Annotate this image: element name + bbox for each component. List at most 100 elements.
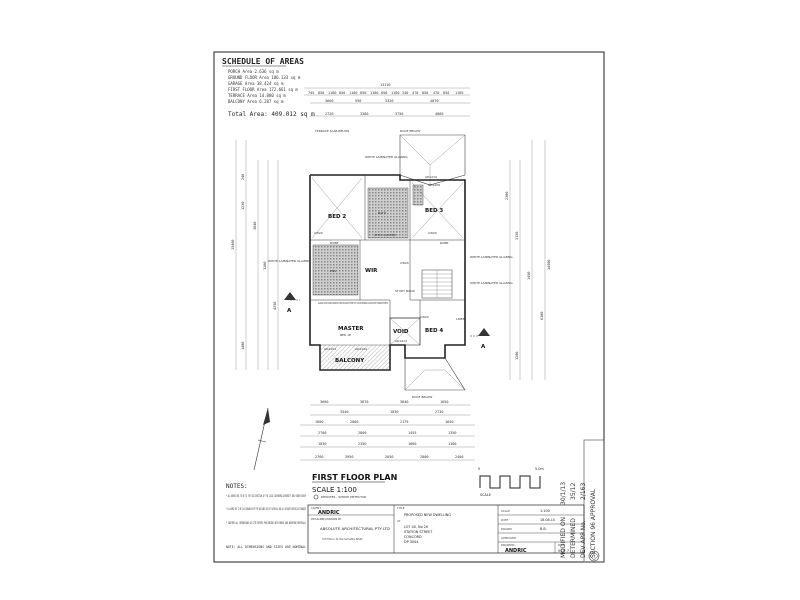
- dwg-label: DWG: [558, 543, 565, 547]
- dim-label: 3840: [400, 400, 408, 404]
- dim-label: 3320: [385, 99, 393, 103]
- room-wir: WIR: [365, 268, 378, 274]
- note-item: * CONFIRM ALL DIMENSIONS ON SITE BEFORE …: [226, 521, 306, 525]
- window-code: AD2104: [324, 347, 336, 351]
- room-balcony: BALCONY: [335, 358, 365, 364]
- dim-label: 850: [443, 91, 449, 95]
- stamp-handwriting: 2/163: [580, 483, 587, 500]
- window-code: 2/820: [428, 231, 437, 235]
- dim-label: 1180: [328, 91, 336, 95]
- dim-label: 1350: [448, 431, 456, 435]
- schedule-line: PORCH Area 2.636 sq m: [228, 69, 279, 74]
- dim-label: 1830: [318, 442, 326, 446]
- window-code: AD2104: [355, 347, 367, 351]
- dim-label: 2000: [350, 420, 358, 424]
- dim-label: 1185: [455, 91, 463, 95]
- dim-label: 1200: [263, 262, 267, 270]
- scale-bar-start: 0: [478, 467, 480, 471]
- stamp-border: [583, 439, 605, 563]
- meta-value: 18.08.10: [540, 518, 555, 522]
- meta-label: APPROVED: [501, 536, 516, 540]
- dim-label: 240: [241, 174, 245, 180]
- dim-label: 1480: [241, 342, 245, 350]
- notes-title: NOTES:: [226, 483, 248, 490]
- dim-label: 2730: [435, 410, 443, 414]
- dim-label: 2175: [400, 420, 408, 424]
- client-label: CLIENT: [311, 506, 321, 510]
- title-label: TITLE: [396, 506, 405, 510]
- dim-label: 3540: [340, 410, 348, 414]
- room-bed2: BED 2: [328, 214, 346, 220]
- study-nook: STUDY NOOK: [395, 289, 416, 293]
- schedule-title: SCHEDULE OF AREAS: [222, 57, 304, 66]
- bottom-dimensions: 3660 3870 3840 1650 3540 1830 2730 1600 …: [300, 400, 475, 461]
- schedule-line: GROUND FLOOR Area 186.133 sq m: [228, 75, 301, 80]
- dim-label: 3640: [253, 222, 257, 230]
- robe-label: ROBE: [440, 241, 449, 245]
- roof-below-top-label: ROOF BELOW: [400, 129, 420, 133]
- dim-label: 1280: [515, 352, 519, 360]
- dim-label: 3150: [515, 232, 519, 240]
- void-area: [389, 317, 421, 346]
- dim-label: 470: [412, 91, 418, 95]
- note-item: * ALL WORKS ARE TO BE TO THE SATISFACTIO…: [226, 494, 306, 498]
- room-bath: BATH: [378, 211, 386, 215]
- dim-label: 1180: [349, 91, 357, 95]
- scale-bar-end: 5.0m: [535, 467, 544, 471]
- project-name: PROPOSED NEW DWELLING: [404, 513, 451, 517]
- plan-title-block: FIRST FLOOR PLAN SCALE 1:100 DENOTES - S…: [312, 473, 397, 500]
- dim-label: 590: [355, 99, 361, 103]
- ens-tile: [312, 244, 359, 296]
- dim-label: 1600: [315, 420, 323, 424]
- window-code: 2/820: [420, 315, 429, 319]
- dim-label: 1450: [527, 272, 531, 280]
- robe-label: ROBE: [330, 241, 339, 245]
- dim-label: 4860: [435, 112, 443, 116]
- dim-label: 1180: [370, 91, 378, 95]
- roof-below-bottom-label: ROOF BELOW: [412, 395, 432, 399]
- dim-label: 1830: [390, 410, 398, 414]
- sheet-border: [213, 51, 605, 563]
- meta-label: DRAWN: [501, 527, 512, 531]
- section-marker-left: A: [284, 292, 300, 314]
- window-code: 2/820: [314, 231, 323, 235]
- dim-label: 745: [308, 91, 314, 95]
- dim-label: 850: [318, 91, 324, 95]
- title-block: CLIENT ANDRIC DESIGNED/DRAWN BY ABSOLUTE…: [307, 504, 585, 554]
- address-line: LOT 40, No 20: [404, 525, 428, 529]
- schedule-line: BALCONY Area 6.287 sq m: [228, 99, 284, 104]
- firm-name: ABSOLUTE ARCHITECTURAL PTY LTD: [320, 527, 390, 531]
- dim-label: 2760: [315, 455, 323, 459]
- white-laminated-label: WHITE LAMINATED GLAZING: [470, 255, 513, 259]
- schedule-total: Total Area: 409.012 sq m: [228, 111, 315, 118]
- dim-label: 850: [422, 91, 428, 95]
- council-stamp: SECTION 96 APPROVAL DEV APP No. DETERMIN…: [560, 482, 600, 562]
- dim-label: 1230: [241, 202, 245, 210]
- dim-label: 3950: [345, 455, 353, 459]
- firm-label: DESIGNED/DRAWN BY: [311, 517, 342, 521]
- plan-scale: SCALE 1:100: [312, 486, 357, 494]
- dim-label: 850: [360, 91, 366, 95]
- dim-label: 1650: [445, 420, 453, 424]
- scale-bar-label: SCALE: [480, 493, 491, 497]
- stairs: [421, 269, 453, 299]
- left-overall-dimension: 15460: [231, 239, 235, 250]
- dim-label: 470: [433, 91, 439, 95]
- dim-label: 1650: [440, 400, 448, 404]
- dim-label: 1455: [408, 431, 416, 435]
- dim-label: 2800: [358, 431, 366, 435]
- terrace-label: TERRACE SLAB BELOW: [314, 129, 349, 133]
- notes: NOTES: * ALL WORKS ARE TO BE TO THE SATI…: [226, 483, 306, 549]
- dim-label: 850: [339, 91, 345, 95]
- room-bed3: BED 3: [425, 208, 443, 214]
- at-label: AT: [397, 519, 401, 523]
- floor-plan: ROOF BELOW TERRACE SLAB BELOW: [268, 129, 513, 399]
- dim-label: 340: [402, 91, 408, 95]
- svg-text:A: A: [287, 308, 292, 314]
- linen-label: LINEN: [456, 317, 465, 321]
- right-dimensions: 14500 2300 3150 1450 6100 1280: [505, 140, 551, 380]
- white-laminated-label: WHITE LAMINATED GLAZING: [470, 281, 513, 285]
- top-dimensions: 13110 745 850 1180 850 1180 850 1180 850…: [304, 83, 470, 117]
- dim-label: 2700: [318, 431, 326, 435]
